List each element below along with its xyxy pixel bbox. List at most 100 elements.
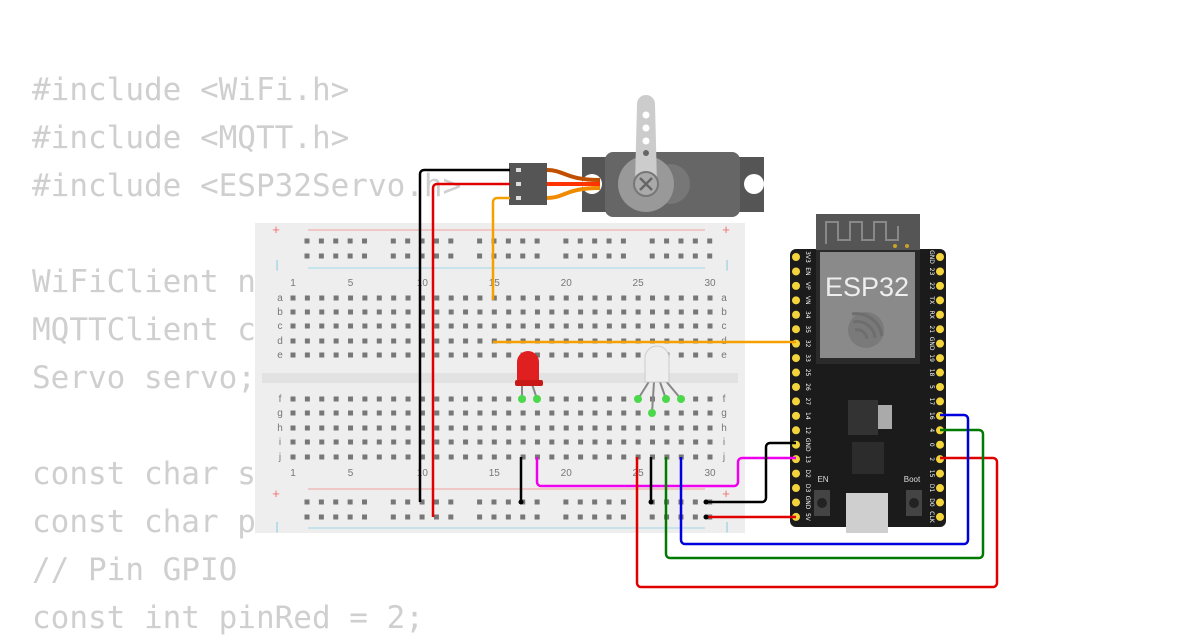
rail-hole[interactable] — [563, 253, 569, 259]
breadboard-hole[interactable] — [419, 309, 425, 315]
rail-hole[interactable] — [448, 499, 454, 505]
breadboard-hole[interactable] — [463, 309, 469, 315]
breadboard-hole[interactable] — [362, 338, 368, 344]
rail-hole[interactable] — [419, 253, 425, 259]
breadboard-hole[interactable] — [606, 425, 612, 431]
breadboard-hole[interactable] — [463, 338, 469, 344]
breadboard-hole[interactable] — [592, 410, 598, 416]
wire-magenta-gpio13[interactable] — [535, 456, 796, 488]
breadboard-hole[interactable] — [333, 295, 339, 301]
esp32-pin-17[interactable] — [936, 397, 944, 406]
breadboard-hole[interactable] — [448, 295, 454, 301]
breadboard-hole[interactable] — [621, 454, 627, 460]
breadboard-hole[interactable] — [563, 295, 569, 301]
breadboard-hole[interactable] — [304, 410, 310, 416]
rail-hole[interactable] — [347, 253, 353, 259]
red-led[interactable] — [515, 351, 543, 403]
rgb-led[interactable] — [634, 345, 685, 417]
breadboard-hole[interactable] — [348, 323, 354, 329]
breadboard-hole[interactable] — [376, 396, 382, 402]
breadboard-hole[interactable] — [477, 410, 483, 416]
breadboard-hole[interactable] — [549, 410, 555, 416]
breadboard-hole[interactable] — [491, 425, 497, 431]
breadboard-hole[interactable] — [606, 410, 612, 416]
breadboard-hole[interactable] — [693, 352, 699, 358]
rail-hole[interactable] — [692, 253, 698, 259]
breadboard-hole[interactable] — [319, 425, 325, 431]
breadboard-hole[interactable] — [506, 425, 512, 431]
esp32-pin-15[interactable] — [936, 469, 944, 478]
esp32-pin-gnd[interactable] — [936, 339, 944, 348]
rail-hole[interactable] — [606, 253, 612, 259]
breadboard-hole[interactable] — [520, 309, 526, 315]
breadboard-hole[interactable] — [448, 410, 454, 416]
breadboard-hole[interactable] — [549, 425, 555, 431]
breadboard-hole[interactable] — [376, 410, 382, 416]
breadboard-hole[interactable] — [578, 410, 584, 416]
breadboard-hole[interactable] — [491, 410, 497, 416]
breadboard-hole[interactable] — [391, 454, 397, 460]
breadboard-hole[interactable] — [707, 295, 713, 301]
breadboard-hole[interactable] — [563, 439, 569, 445]
breadboard-hole[interactable] — [463, 425, 469, 431]
rail-hole[interactable] — [347, 499, 353, 505]
rail-hole[interactable] — [505, 238, 511, 244]
breadboard-hole[interactable] — [290, 352, 296, 358]
breadboard-hole[interactable] — [635, 439, 641, 445]
breadboard-hole[interactable] — [362, 425, 368, 431]
breadboard-hole[interactable] — [304, 309, 310, 315]
breadboard-hole[interactable] — [333, 309, 339, 315]
breadboard-hole[interactable] — [319, 323, 325, 329]
breadboard-hole[interactable] — [434, 352, 440, 358]
breadboard-hole[interactable] — [348, 454, 354, 460]
breadboard-hole[interactable] — [434, 454, 440, 460]
breadboard-hole[interactable] — [707, 425, 713, 431]
breadboard-hole[interactable] — [405, 454, 411, 460]
breadboard-hole[interactable] — [592, 309, 598, 315]
breadboard-hole[interactable] — [678, 352, 684, 358]
breadboard-hole[interactable] — [693, 425, 699, 431]
breadboard-hole[interactable] — [348, 396, 354, 402]
esp32-pin-35[interactable] — [792, 325, 800, 334]
breadboard-hole[interactable] — [434, 309, 440, 315]
rail-hole[interactable] — [347, 238, 353, 244]
breadboard-hole[interactable] — [621, 323, 627, 329]
breadboard-hole[interactable] — [448, 454, 454, 460]
breadboard-hole[interactable] — [506, 410, 512, 416]
breadboard-hole[interactable] — [506, 439, 512, 445]
breadboard-hole[interactable] — [333, 352, 339, 358]
breadboard-hole[interactable] — [693, 439, 699, 445]
esp32-pin-26[interactable] — [792, 382, 800, 391]
breadboard-hole[interactable] — [635, 410, 641, 416]
rail-hole[interactable] — [505, 499, 511, 505]
rail-hole[interactable] — [477, 238, 483, 244]
breadboard-hole[interactable] — [419, 352, 425, 358]
breadboard-hole[interactable] — [348, 410, 354, 416]
rail-hole[interactable] — [448, 253, 454, 259]
esp32-pin-d3[interactable] — [792, 484, 800, 493]
breadboard-hole[interactable] — [434, 410, 440, 416]
breadboard-hole[interactable] — [506, 454, 512, 460]
breadboard-hole[interactable] — [563, 410, 569, 416]
breadboard-hole[interactable] — [549, 454, 555, 460]
esp32-pin-18[interactable] — [936, 368, 944, 377]
breadboard-hole[interactable] — [391, 396, 397, 402]
esp32-pin-12[interactable] — [792, 426, 800, 435]
wire-red-servo-vcc[interactable] — [431, 182, 510, 517]
breadboard-hole[interactable] — [477, 309, 483, 315]
esp32-pin-34[interactable] — [792, 310, 800, 319]
breadboard-hole[interactable] — [463, 352, 469, 358]
esp32-pin-21[interactable] — [936, 325, 944, 334]
breadboard-hole[interactable] — [434, 295, 440, 301]
breadboard-hole[interactable] — [534, 323, 540, 329]
rail-hole[interactable] — [362, 514, 368, 520]
breadboard-hole[interactable] — [621, 410, 627, 416]
breadboard-hole[interactable] — [635, 309, 641, 315]
breadboard-hole[interactable] — [376, 439, 382, 445]
rail-hole[interactable] — [592, 499, 598, 505]
breadboard-hole[interactable] — [707, 352, 713, 358]
esp32-pin-gnd[interactable] — [792, 498, 800, 507]
rail-hole[interactable] — [606, 499, 612, 505]
breadboard-hole[interactable] — [606, 454, 612, 460]
rail-hole[interactable] — [520, 238, 526, 244]
